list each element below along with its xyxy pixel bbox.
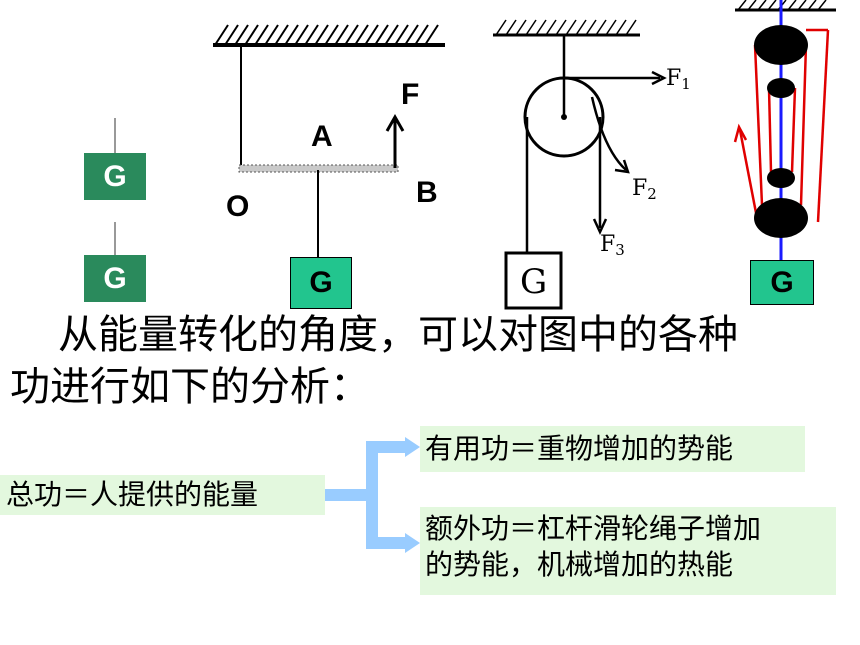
- work-bracket: [324, 441, 410, 549]
- block-pulley-small-top: [767, 78, 795, 98]
- block-pulley-large-bottom: [754, 198, 808, 238]
- lever-weight-g-label: G: [309, 266, 333, 299]
- lever-ceiling: [213, 24, 445, 47]
- label-a: A: [311, 120, 333, 153]
- label-b: B: [416, 176, 438, 209]
- weight-g-lower-label: G: [103, 261, 127, 295]
- label-f: F: [401, 78, 420, 111]
- paragraph-line-1: 从能量转化的角度，可以对图中的各种: [58, 312, 738, 358]
- label-f1: F1: [666, 66, 691, 93]
- pulley-ceiling: [493, 19, 640, 37]
- block-weight-g-label: G: [770, 265, 794, 299]
- weight-g-upper-label: G: [103, 159, 127, 193]
- extra-work-box: 额外功＝杠杆滑轮绳子增加 的势能，机械增加的热能: [420, 507, 836, 595]
- extra-work-line-2: 的势能，机械增加的热能: [425, 547, 734, 581]
- force-f3-arrow: [592, 117, 608, 235]
- useful-work-text: 有用功＝重物增加的势能: [425, 432, 734, 465]
- block-pulley-large-top: [754, 25, 808, 65]
- weight-g-lower: G: [84, 255, 146, 302]
- pulley-axle: [561, 114, 567, 120]
- label-o: O: [226, 190, 250, 223]
- block-ceiling: [735, 0, 836, 12]
- pulley-load-box: [504, 251, 563, 310]
- block-weight-g: G: [750, 260, 814, 305]
- force-f-arrow: [385, 113, 405, 168]
- block-ropes: [733, 28, 830, 223]
- label-pulley-g: G: [520, 262, 548, 302]
- label-f3: F3: [600, 232, 625, 259]
- extra-work-line-1: 额外功＝杠杆滑轮绳子增加: [425, 512, 762, 545]
- block-pulley-small-bottom: [767, 168, 795, 188]
- lever-weight-g: G: [290, 257, 352, 309]
- total-work-box: 总功＝人提供的能量: [0, 475, 325, 515]
- useful-work-box: 有用功＝重物增加的势能: [420, 426, 805, 472]
- force-f1-arrow: [564, 70, 667, 86]
- bracket-arrow-top: [405, 437, 420, 457]
- paragraph-line-2: 功进行如下的分析：: [10, 364, 370, 410]
- bracket-arrow-bottom: [405, 533, 420, 553]
- weight-g-upper: G: [84, 153, 146, 200]
- force-f2-arrow: [590, 96, 630, 174]
- label-f2: F2: [632, 176, 657, 203]
- total-work-text: 总功＝人提供的能量: [6, 478, 259, 511]
